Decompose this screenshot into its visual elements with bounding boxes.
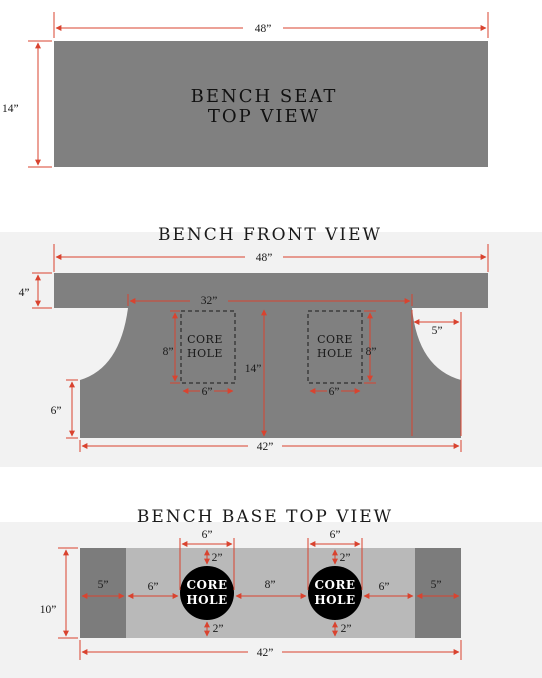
base-end-right [415, 548, 461, 638]
base-core-left [180, 566, 234, 620]
front-core-left-line2: HOLE [187, 347, 223, 360]
seat-top-block [54, 41, 488, 167]
front-seat-thickness-label: 4” [19, 287, 30, 299]
base-hole-right-width: 6” [330, 529, 341, 541]
base-core-left-line1: CORE [186, 578, 227, 592]
base-gap-right-label: 6” [379, 581, 390, 593]
front-core-right-line1: CORE [317, 333, 353, 346]
base-core-right-line2: HOLE [314, 593, 355, 607]
base-core-left-line2: HOLE [186, 593, 227, 607]
front-span-label: 32” [201, 295, 218, 307]
base-hole-right-bottom: 2” [341, 623, 352, 635]
base-end-right-label: 5” [431, 579, 442, 591]
seat-depth-label: 14” [2, 103, 19, 115]
base-end-left-label: 5” [98, 579, 109, 591]
base-gap-left-label: 6” [148, 581, 159, 593]
base-title: BENCH BASE TOP VIEW [137, 507, 393, 527]
base-hole-right-top: 2” [340, 552, 351, 564]
front-core-right-line2: HOLE [317, 347, 353, 360]
front-base-width-label: 42” [257, 441, 274, 453]
front-pedestal [80, 308, 461, 438]
front-view: BENCH FRONT VIEW 48” 4” 32” 14” CORE HOL… [19, 225, 489, 453]
base-width-label: 42” [257, 647, 274, 659]
front-overhang-label: 5” [432, 325, 443, 337]
base-top-view: BENCH BASE TOP VIEW CORE HOLE CORE HOLE … [40, 507, 462, 660]
front-core-left-line1: CORE [187, 333, 223, 346]
base-hole-left-width: 6” [202, 529, 213, 541]
seat-title-line1: BENCH SEAT [191, 86, 338, 107]
base-core-right [308, 566, 362, 620]
seat-top-view: BENCH SEAT TOP VIEW 48” 14” [2, 12, 489, 168]
front-foot-height-label: 6” [51, 405, 62, 417]
front-core-right-height: 8” [366, 346, 377, 358]
base-end-left [80, 548, 126, 638]
base-depth-label: 10” [40, 604, 57, 616]
front-seat-slab [54, 273, 488, 308]
seat-title-line2: TOP VIEW [208, 106, 320, 127]
front-core-left-width: 6” [202, 386, 213, 398]
base-hole-left-top: 2” [212, 552, 223, 564]
front-core-left-height: 8” [163, 346, 174, 358]
base-block-light [80, 548, 461, 638]
base-core-right-line1: CORE [314, 578, 355, 592]
front-core-right-width: 6” [329, 386, 340, 398]
front-height-label: 14” [245, 363, 262, 375]
base-gap-mid-label: 8” [265, 579, 276, 591]
front-width-label: 48” [256, 252, 273, 264]
front-title: BENCH FRONT VIEW [158, 225, 382, 245]
seat-width-label: 48” [255, 23, 272, 35]
base-hole-left-bottom: 2” [213, 623, 224, 635]
